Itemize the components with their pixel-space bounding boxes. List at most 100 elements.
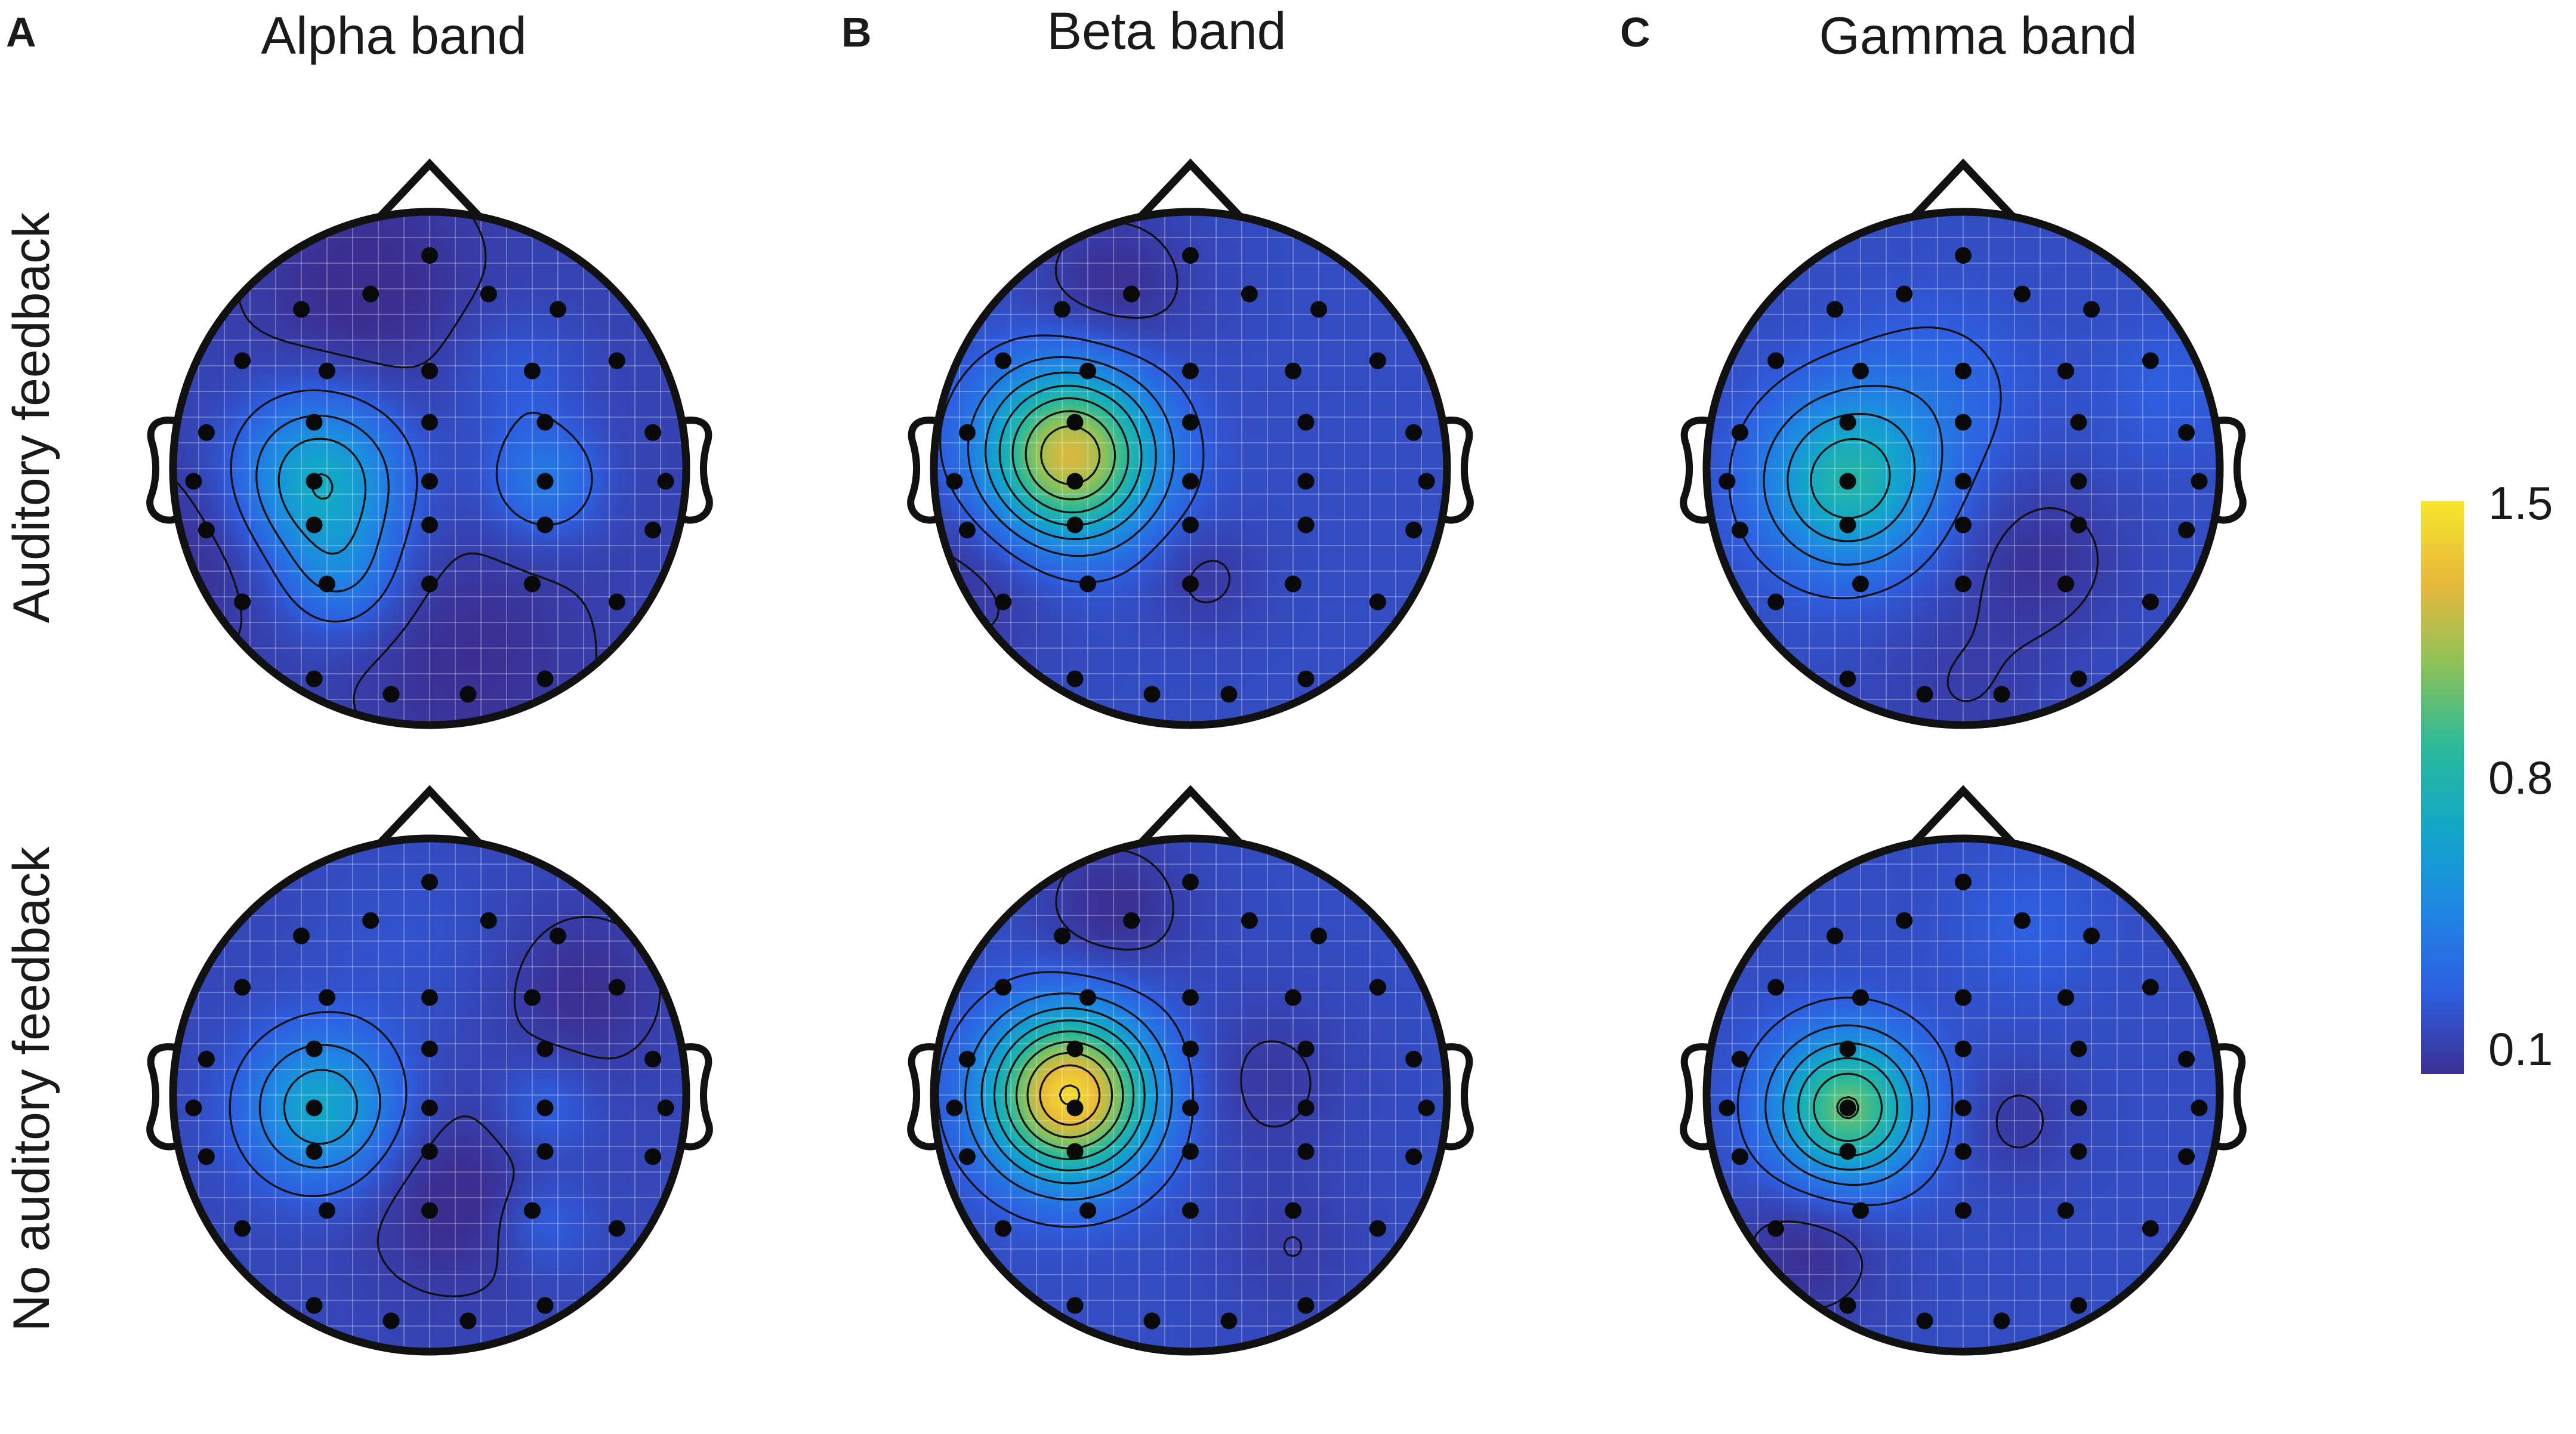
head-ear-right bbox=[683, 1043, 713, 1151]
electrode-dot bbox=[1079, 1202, 1096, 1219]
electrode-dot bbox=[1405, 424, 1423, 441]
electrode-dot bbox=[293, 301, 310, 318]
electrode-dot bbox=[657, 473, 674, 490]
electrode-dot bbox=[1241, 285, 1258, 303]
head-outline bbox=[169, 208, 690, 729]
electrode-dot bbox=[2013, 285, 2031, 303]
electrode-dot bbox=[1297, 414, 1315, 431]
electrode-dot bbox=[1297, 1143, 1315, 1160]
electrode-dot bbox=[2057, 1202, 2074, 1219]
electrode-dot bbox=[1182, 516, 1199, 533]
electrode-dot bbox=[1405, 522, 1423, 539]
electrode-dot bbox=[198, 424, 215, 441]
electrode-dot bbox=[2142, 352, 2159, 369]
electrode-dot bbox=[382, 1312, 400, 1330]
electrode-dot bbox=[1916, 1312, 1933, 1330]
electrode-dot bbox=[1079, 362, 1096, 380]
electrode-dot bbox=[2178, 522, 2195, 539]
topomap-grid bbox=[146, 158, 2247, 1356]
electrode-dot bbox=[1993, 1312, 2010, 1330]
head-ear-left bbox=[907, 1043, 937, 1151]
electrode-dot bbox=[421, 516, 438, 533]
electrode-dot bbox=[1182, 414, 1199, 431]
electrode-dot bbox=[198, 522, 215, 539]
electrode-markers bbox=[946, 247, 1435, 703]
electrode-dot bbox=[1143, 1312, 1161, 1330]
electrode-dot bbox=[2178, 1050, 2195, 1068]
electrode-dot bbox=[524, 1202, 541, 1219]
topomap-field-image bbox=[934, 838, 1447, 1352]
electrode-dot bbox=[1767, 1220, 1785, 1237]
electrode-dot bbox=[1123, 912, 1140, 929]
electrode-dot bbox=[306, 1099, 323, 1117]
panel-letter-c: C bbox=[1620, 9, 1651, 55]
electrode-markers bbox=[1719, 247, 2208, 703]
electrode-dot bbox=[536, 1297, 554, 1314]
electrode-markers bbox=[185, 247, 674, 703]
electrode-dot bbox=[1066, 414, 1084, 431]
electrode-dot bbox=[995, 979, 1012, 996]
electrode-dot bbox=[1955, 1202, 1972, 1219]
electrode-dot bbox=[306, 670, 323, 687]
electrode-dot bbox=[480, 912, 497, 929]
electrode-dot bbox=[421, 473, 438, 490]
electrode-dot bbox=[1182, 247, 1199, 264]
head-ear-right bbox=[1443, 1043, 1474, 1151]
electrode-dot bbox=[995, 352, 1012, 369]
electrode-dot bbox=[1182, 1202, 1199, 1219]
electrode-dot bbox=[2070, 516, 2087, 533]
electrode-dot bbox=[1827, 301, 1843, 318]
head-nose bbox=[376, 785, 483, 847]
electrode-dot bbox=[421, 874, 438, 891]
electrode-dot bbox=[1054, 927, 1070, 945]
electrode-dot bbox=[550, 927, 566, 945]
electrode-dot bbox=[1405, 1050, 1423, 1068]
electrode-dot bbox=[234, 1220, 251, 1237]
electrode-dot bbox=[2178, 424, 2195, 441]
electrode-dot bbox=[234, 593, 251, 610]
electrode-dot bbox=[608, 979, 625, 996]
electrode-dot bbox=[1310, 301, 1327, 318]
electrode-dot bbox=[1418, 1099, 1435, 1117]
electrode-dot bbox=[2083, 301, 2100, 318]
electrode-dot bbox=[1297, 1099, 1315, 1117]
head-outline bbox=[169, 834, 690, 1356]
head-ear-right bbox=[2216, 1043, 2247, 1151]
electrode-dot bbox=[1405, 1148, 1423, 1165]
electrode-dot bbox=[958, 1148, 976, 1165]
electrode-dot bbox=[524, 575, 541, 593]
electrode-dot bbox=[608, 1220, 625, 1237]
electrode-dot bbox=[536, 473, 554, 490]
electrode-dot bbox=[421, 1143, 438, 1160]
electrode-dot bbox=[459, 686, 477, 703]
electrode-dot bbox=[644, 1148, 662, 1165]
electrode-dot bbox=[421, 989, 438, 1006]
electrode-dot bbox=[1079, 989, 1096, 1006]
electrode-dot bbox=[1955, 989, 1972, 1006]
topomap-r0-c0 bbox=[146, 158, 713, 729]
electrode-dot bbox=[234, 979, 251, 996]
electrode-dot bbox=[536, 516, 554, 533]
electrode-dot bbox=[958, 424, 976, 441]
electrode-dot bbox=[306, 1040, 323, 1057]
topomap-field-image bbox=[173, 838, 686, 1352]
electrode-dot bbox=[1955, 473, 1972, 490]
electrode-dot bbox=[2142, 593, 2159, 610]
electrode-dot bbox=[319, 362, 335, 380]
electrode-dot bbox=[319, 575, 335, 593]
electrode-dot bbox=[1955, 874, 1972, 891]
electrode-dot bbox=[2057, 575, 2074, 593]
electrode-dot bbox=[1731, 522, 1748, 539]
electrode-dot bbox=[1182, 575, 1199, 593]
electrode-dot bbox=[1285, 575, 1301, 593]
colorbar: 1.5 0.8 0.1 bbox=[2421, 477, 2553, 1075]
electrode-dot bbox=[2070, 473, 2087, 490]
head-nose bbox=[376, 158, 483, 221]
electrode-dot bbox=[1955, 414, 1972, 431]
electrode-dot bbox=[1182, 1099, 1199, 1117]
electrode-dot bbox=[1719, 1099, 1736, 1117]
head-ear-left bbox=[146, 1043, 177, 1151]
electrode-dot bbox=[958, 522, 976, 539]
electrode-dot bbox=[524, 362, 541, 380]
electrode-dot bbox=[306, 414, 323, 431]
